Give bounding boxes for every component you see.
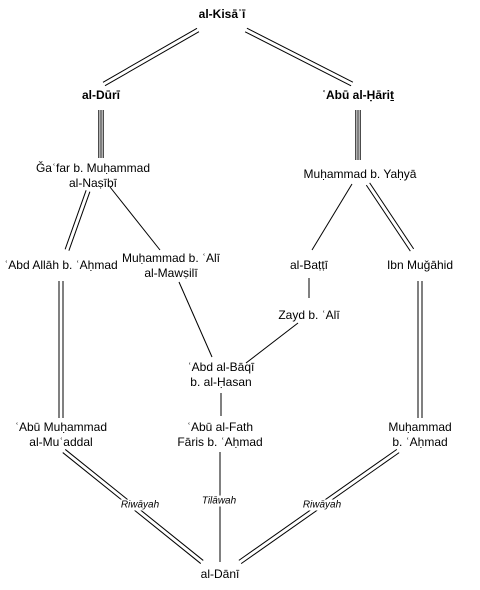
node-abd-allah: ʿAbd Allāh b. ʿAḥmad	[4, 258, 117, 273]
node-label: Ǧaʿfar b. Muḥammad	[35, 161, 151, 175]
edge-ibnmujahid-muhahmad	[417, 281, 423, 418]
node-al-batti: al-Baṭṭī	[290, 258, 328, 273]
edge-stroke	[311, 183, 353, 251]
node-muhammad-b-ali: Muḥammad b. ʿAlī al-Mawṣilī	[122, 251, 220, 281]
node-muhammad-b-yahya: Muḥammad b. Yaḥyā	[304, 167, 417, 182]
edge-stroke	[68, 191, 91, 251]
edge-muhyahya-ibnmujahid	[365, 182, 415, 252]
node-label: Ibn Muǧāhid	[386, 258, 454, 272]
node-label: al-Kisāʾī	[198, 7, 246, 21]
edge-abuharith-muhyahya	[355, 110, 361, 160]
node-al-duri: al-Dūrī	[82, 88, 120, 103]
edge-stroke	[104, 31, 200, 87]
node-label: al-Naṣībī	[68, 176, 118, 190]
edge-stroke	[245, 322, 299, 364]
edge-label-tilawah: Tilāwah	[199, 495, 239, 507]
node-gafar: Ǧaʿfar b. Muḥammad al-Naṣībī	[36, 161, 150, 191]
node-abu-muhammad: ʿAbū Muḥammad al-Muʿaddal	[15, 420, 107, 450]
edge-muhyahya-batti	[311, 183, 353, 251]
edge-muhali-abdbaqi	[178, 281, 213, 358]
node-abu-al-fath: ʿAbū al-Fath Fāris b. ʿAḥmad	[177, 420, 262, 450]
edge-label-riwayah-left: Riwāyah	[118, 499, 162, 511]
edge-kisai-abuharith	[244, 27, 354, 87]
edge-stroke	[178, 281, 213, 358]
node-al-dani: al-Dānī	[201, 567, 240, 582]
edge-label-riwayah-right: Riwāyah	[300, 499, 344, 511]
edge-stroke	[244, 31, 352, 87]
edge-stroke	[64, 190, 87, 250]
edge-stroke	[109, 186, 161, 251]
node-label: ʿAbd al-Bāqī	[187, 360, 255, 374]
node-al-kisai: al-Kisāʾī	[199, 7, 246, 22]
node-label: b. ʿAḥmad	[392, 435, 448, 449]
node-label: ʿAbū al-Fath	[186, 420, 254, 434]
node-label: Muḥammad b. ʿAlī	[121, 251, 221, 265]
node-muhammad-b-ahmad: Muḥammad b. ʿAḥmad	[388, 420, 451, 450]
node-label: al-Dūrī	[81, 88, 121, 102]
node-label: ʿAbū Muḥammad	[14, 420, 108, 434]
edge-duri-gafar	[98, 110, 104, 158]
edge-gafar-abdallah	[64, 190, 91, 251]
node-abu-al-harith: ʿAbū al-Ḥāriṯ	[322, 88, 394, 103]
edge-kisai-duri	[102, 27, 200, 87]
edge-stroke	[365, 184, 411, 252]
node-abd-al-baqi: ʿAbd al-Bāqī b. al-Ḥasan	[188, 360, 255, 390]
node-label: ʿAbū al-Ḥāriṯ	[322, 88, 394, 102]
node-label: Muḥammad b. Yaḥyā	[303, 167, 417, 181]
node-label: ʿAbd Allāh b. ʿAḥmad	[4, 258, 118, 272]
edge-zayd-abdbaqi	[245, 322, 299, 364]
edge-stroke	[369, 182, 415, 250]
node-label: Muḥammad	[388, 420, 452, 434]
edge-gafar-muhali	[109, 186, 161, 251]
edge-stroke	[102, 27, 198, 83]
node-label: Zayd b. ʿAlī	[278, 308, 340, 322]
node-label: al-Muʿaddal	[29, 435, 93, 449]
node-zayd-b-ali: Zayd b. ʿAlī	[278, 308, 339, 323]
node-label: al-Dānī	[200, 567, 240, 581]
node-label: Fāris b. ʿAḥmad	[177, 435, 263, 449]
edge-abdallah-abumuh	[58, 281, 64, 418]
node-label: al-Baṭṭī	[289, 258, 329, 272]
node-label: al-Mawṣilī	[144, 266, 198, 280]
node-ibn-mujahid: Ibn Muǧāhid	[387, 258, 453, 273]
edge-stroke	[246, 27, 354, 83]
node-label: b. al-Ḥasan	[190, 375, 252, 389]
